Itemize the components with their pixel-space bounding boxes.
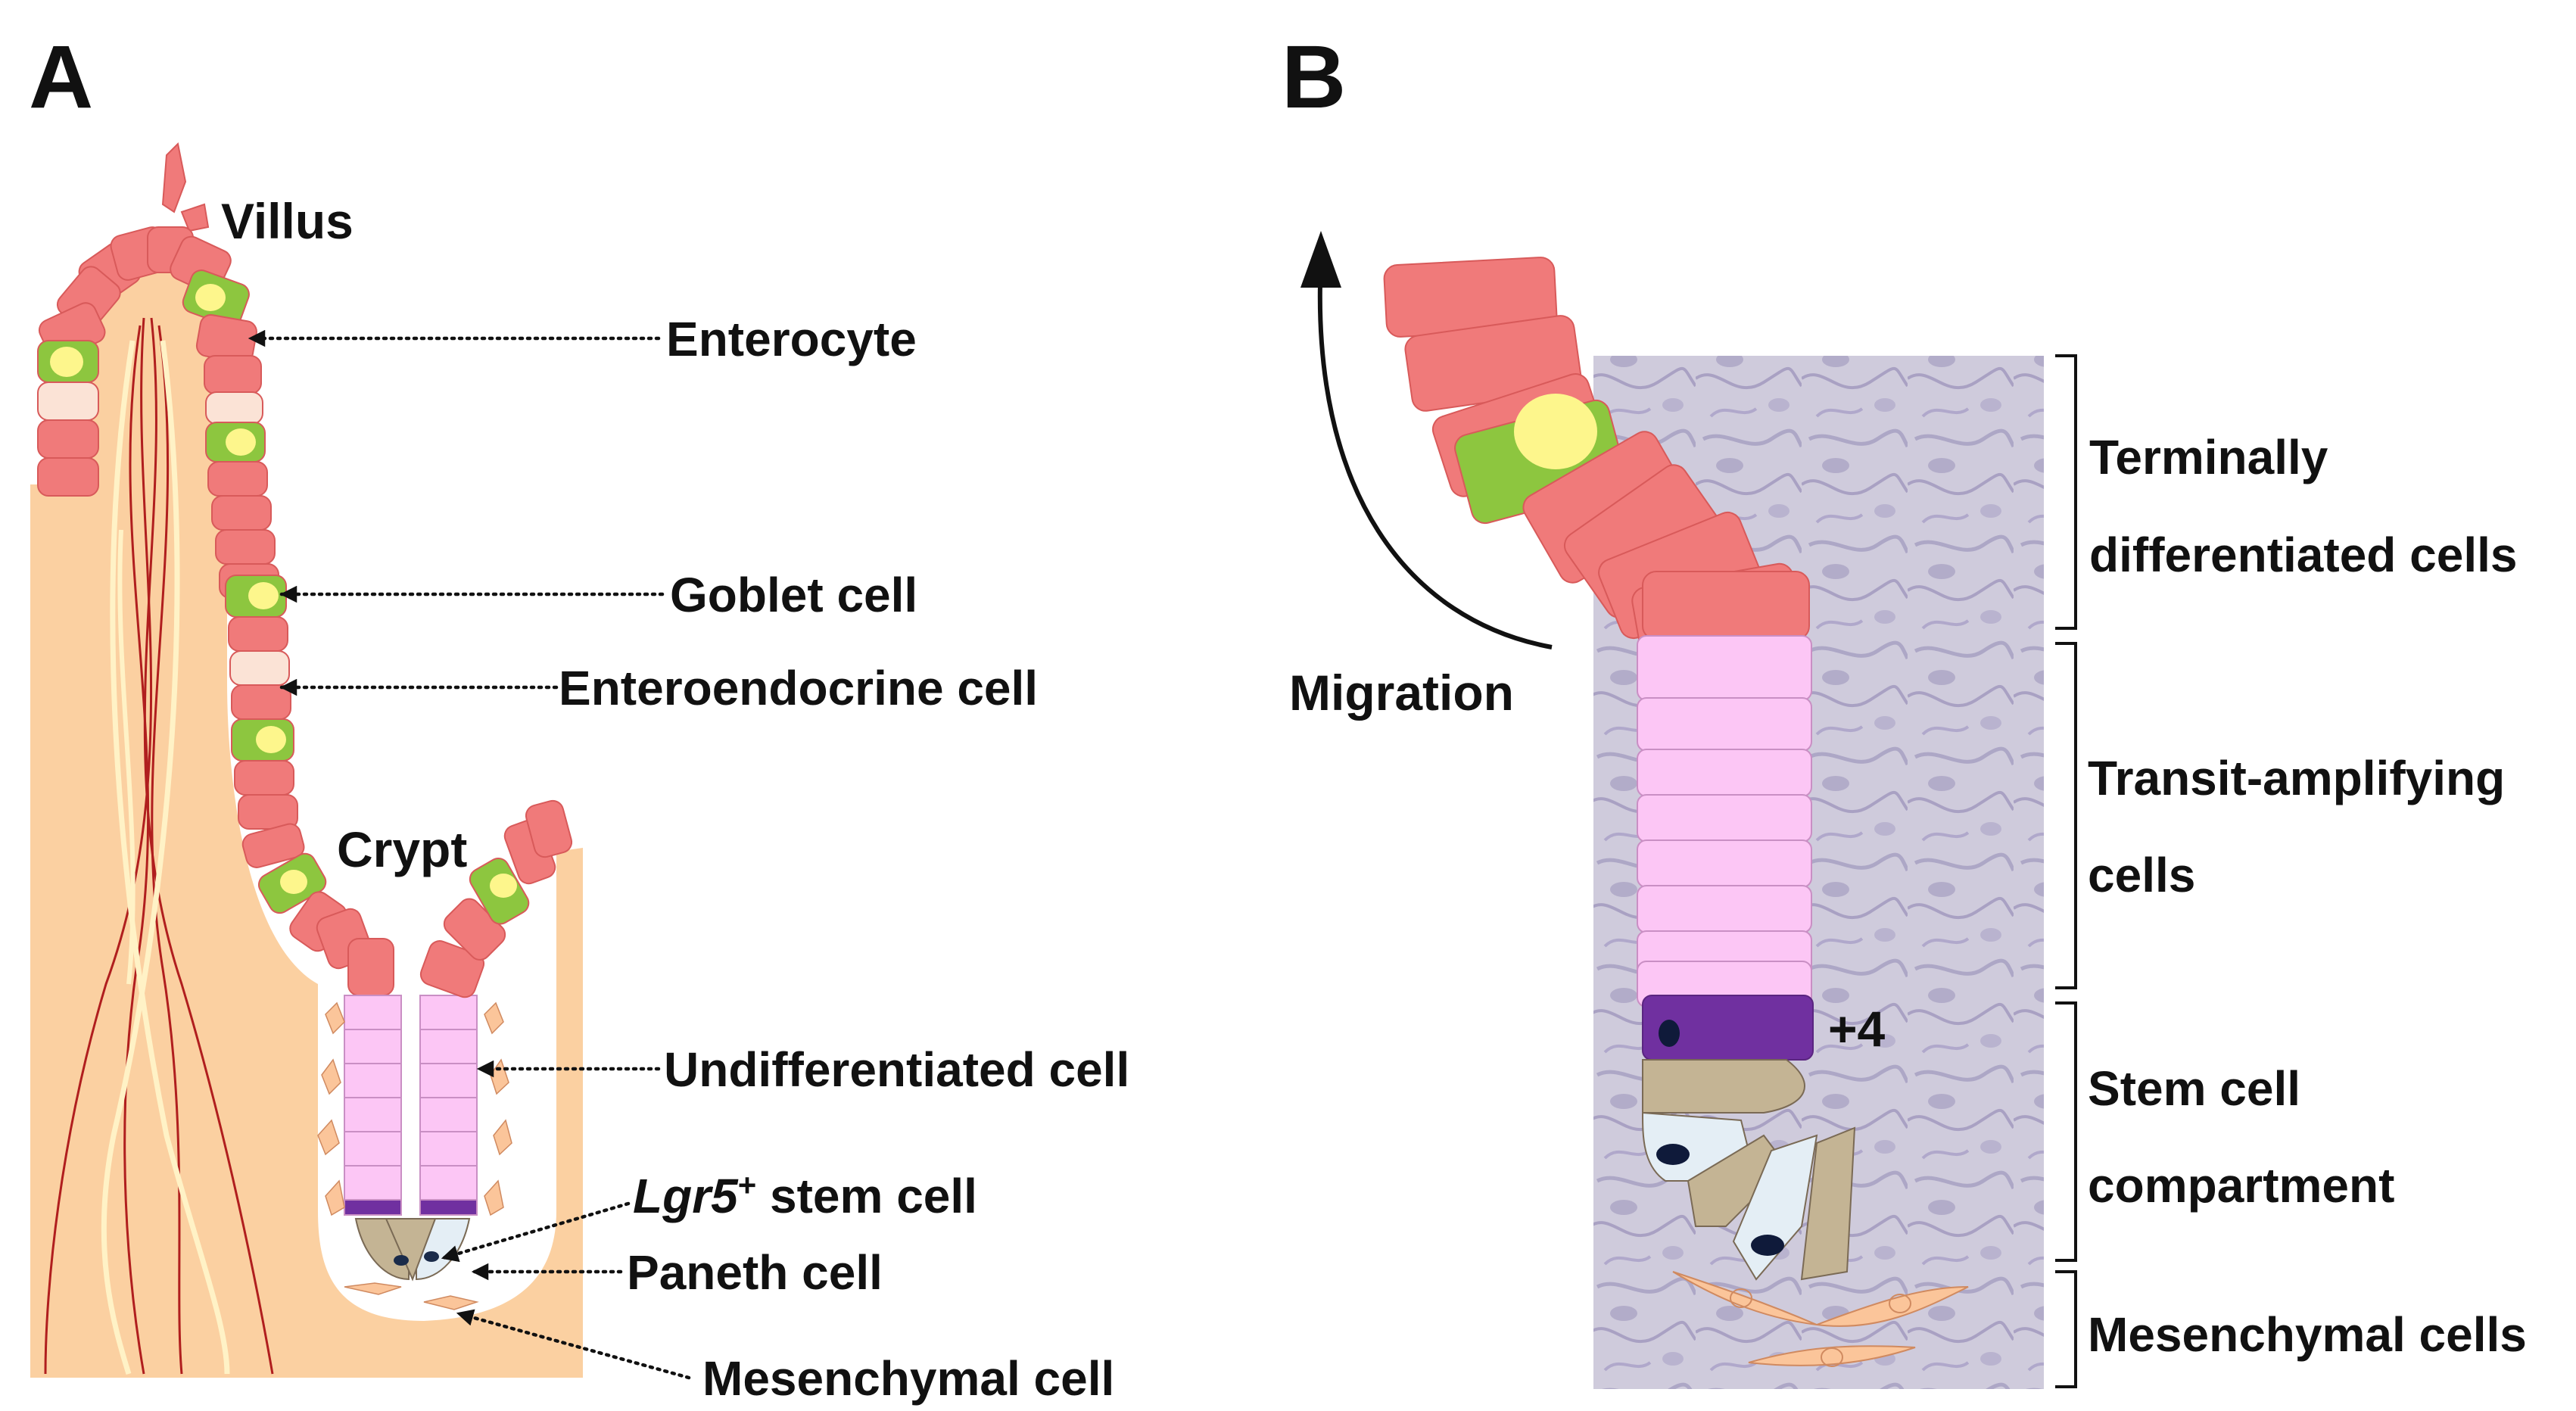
panel-a: A [29, 27, 1129, 1406]
terminal-cells [1383, 257, 1810, 659]
enterocyte-label: Enterocyte [666, 312, 917, 366]
panel-b: B Migration [1282, 27, 2527, 1389]
mesenchymal-cell-label: Mesenchymal cell [702, 1351, 1114, 1406]
stem-cell-compartment-label-line2: compartment [2088, 1158, 2394, 1213]
crypt-label: Crypt [337, 821, 467, 877]
stem-cell-compartment-cells [1641, 1059, 1856, 1281]
crypt-right-upper-epithelium [419, 799, 573, 998]
paneth-cell-label: Paneth cell [627, 1245, 883, 1300]
transit-amplifying-label-line2: cells [2088, 848, 2195, 902]
stem-cell-compartment-label-line1: Stem cell [2088, 1061, 2300, 1116]
villus-right-epithelium [170, 235, 394, 996]
undifferentiated-cell-label: Undifferentiated cell [664, 1042, 1129, 1097]
panel-b-brackets [2055, 354, 2077, 1388]
panel-letter-a: A [29, 27, 93, 127]
migration-arrow [1317, 260, 1553, 649]
lgr5-stem-cell-label: Lgr5+ stem cell [633, 1167, 977, 1223]
plus4-stem-cell-nucleus [1659, 1020, 1680, 1047]
goblet-cell-label: Goblet cell [670, 568, 917, 622]
transit-amplifying-label-line1: Transit-amplifying [2088, 751, 2505, 805]
mesenchymal-cells-label: Mesenchymal cells [2088, 1307, 2527, 1362]
crypt-base-cells [354, 1218, 471, 1282]
panel-b-mesenchymal-cells [1672, 1271, 1969, 1367]
panel-a-mesenchymal-cells [317, 1001, 512, 1310]
terminally-label-line2: differentiated cells [2089, 528, 2518, 582]
crypt-right-wall [419, 995, 478, 1216]
crypt-left-wall [344, 995, 402, 1216]
migration-label: Migration [1289, 665, 1514, 721]
villus-tip-shedding-cells [161, 142, 210, 232]
tissue-background [30, 250, 583, 1378]
enteroendocrine-cell-label: Enteroendocrine cell [559, 661, 1038, 715]
panel-a-leader-lines [248, 329, 691, 1380]
migration-arrowhead [1300, 231, 1341, 288]
panel-letter-b: B [1282, 27, 1346, 127]
terminally-label-line1: Terminally [2089, 430, 2328, 484]
plus4-label: +4 [1828, 1001, 1886, 1057]
villus-label: Villus [221, 193, 354, 249]
villus-left-epithelium [37, 226, 194, 497]
villus-vessels [44, 317, 274, 1375]
transit-amplifying-cells [1637, 635, 1812, 1008]
